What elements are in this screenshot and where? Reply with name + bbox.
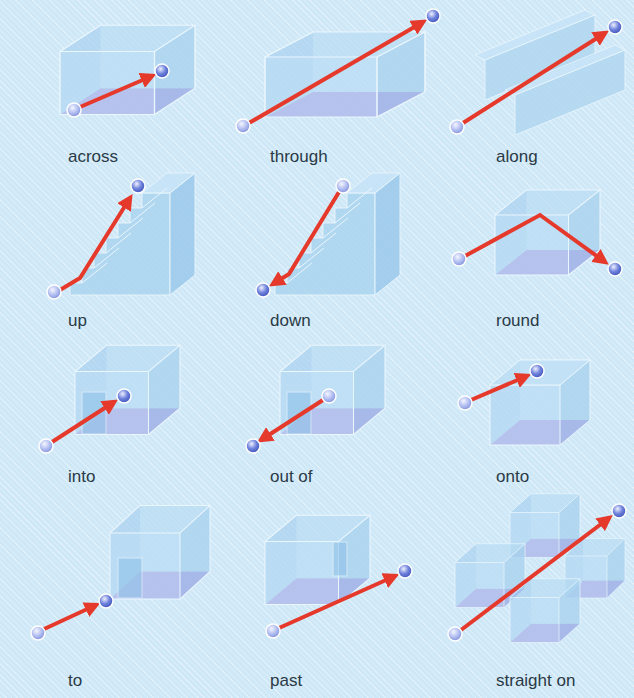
end-dot (608, 20, 622, 34)
box (265, 515, 370, 604)
stairs (70, 173, 195, 295)
start-dot (266, 624, 280, 638)
door (333, 542, 347, 576)
box (110, 506, 210, 600)
preposition-label: past (270, 671, 302, 691)
end-dot (612, 504, 626, 518)
preposition-label: down (270, 311, 311, 331)
end-dot (246, 439, 260, 453)
past-figure (265, 515, 412, 638)
straight-on-figure (448, 494, 626, 643)
end-dot (426, 9, 440, 23)
arrow (461, 518, 609, 630)
door (287, 392, 311, 434)
end-dot (155, 64, 169, 78)
preposition-label: across (68, 147, 118, 167)
start-dot (450, 120, 464, 134)
start-dot (67, 103, 81, 117)
out-of-figure (246, 345, 385, 453)
wall (515, 50, 625, 135)
start-dot (236, 119, 250, 133)
door (118, 558, 142, 598)
start-dot (336, 179, 350, 193)
start-dot (47, 285, 61, 299)
up-figure (47, 173, 195, 299)
to-figure (31, 506, 210, 641)
end-dot (256, 283, 270, 297)
arrow (60, 198, 130, 290)
start-dot (458, 396, 472, 410)
arrow (471, 376, 527, 400)
box (280, 345, 385, 434)
preposition-label: up (68, 311, 87, 331)
across-figure (60, 25, 195, 117)
start-dot (452, 252, 466, 266)
end-dot (117, 389, 131, 403)
start-dot (448, 627, 462, 641)
preposition-label: round (496, 311, 539, 331)
end-dot (99, 594, 113, 608)
preposition-label: out of (270, 467, 313, 487)
top-face (490, 360, 590, 385)
end-dot (608, 262, 622, 276)
preposition-label: through (270, 147, 328, 167)
preposition-label: into (68, 467, 95, 487)
end-dot (398, 564, 412, 578)
arrow (279, 576, 395, 628)
along-figure (450, 10, 625, 135)
start-dot (31, 626, 45, 640)
arrow (52, 402, 114, 442)
box (60, 25, 195, 114)
start-dot (39, 439, 53, 453)
box (75, 345, 180, 434)
stairs (275, 173, 400, 295)
start-dot (322, 389, 336, 403)
preposition-label: onto (496, 467, 529, 487)
preposition-label: to (68, 671, 82, 691)
down-figure (256, 173, 400, 297)
through-figure (236, 9, 440, 133)
arrow (463, 33, 605, 123)
end-dot (530, 364, 544, 378)
arrow (42, 605, 96, 630)
arrow (465, 215, 605, 262)
preposition-label: along (496, 147, 538, 167)
round-figure (452, 190, 622, 276)
box (265, 32, 425, 117)
box (490, 360, 590, 445)
arrow (273, 192, 339, 284)
arrow (249, 22, 423, 123)
arrow (80, 76, 152, 107)
arrow (261, 400, 323, 440)
into-figure (39, 345, 180, 453)
end-dot (131, 179, 145, 193)
preposition-label: straight on (496, 671, 575, 691)
box (510, 579, 580, 643)
onto-figure (458, 360, 590, 445)
